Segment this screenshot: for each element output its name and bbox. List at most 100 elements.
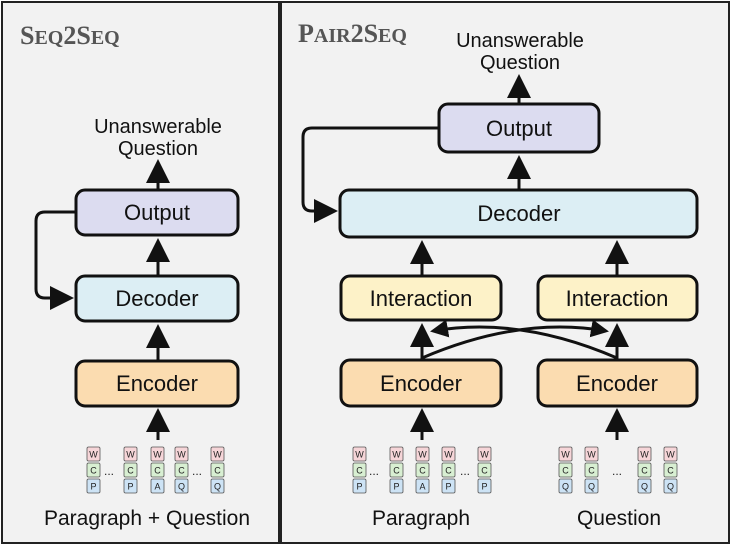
token-q-cell [174,478,189,494]
token-a-cell [415,478,430,494]
token-w-cell [584,446,599,462]
pair2seq-interaction-right-node [536,274,699,322]
token-w-letter: W [561,450,570,460]
token-c-cell [663,462,678,478]
token-w-letter: W [392,450,401,460]
token-c-cell [86,462,101,478]
token-p-letter: P [127,482,133,492]
token-p-letter: P [356,482,362,492]
seq2seq-panel [1,1,280,544]
token-w-letter: W [355,450,364,460]
pair2seq-output-text: Output [486,116,552,141]
token-w-cell [441,446,456,462]
token-p-cell [86,478,101,494]
seq2seq-decoder-text: Decoder [115,286,198,311]
pair2seq-encoder-right-node [536,358,699,408]
token-c-letter: C [90,466,97,476]
token-p-cell [389,478,404,494]
token-c-cell [584,462,599,478]
pair2seq-decoder-node [338,188,699,239]
token-q-letter: Q [214,482,221,492]
seq2seq-encoder-node [74,359,240,408]
pair2seq-feedback-arrow [301,126,439,223]
token-q-letter: Q [588,482,595,492]
token-q-cell [558,478,573,494]
token-q-letter: Q [641,482,648,492]
token-w-letter: W [640,450,649,460]
token-ellipsis: ... [369,464,379,478]
token-ellipsis: ... [192,464,202,478]
token-q-cell [637,478,652,494]
token-c-cell [352,462,367,478]
token-c-letter: C [419,466,426,476]
token-q-letter: Q [562,482,569,492]
token-p-letter: P [481,482,487,492]
token-c-letter: C [667,466,674,476]
token-w-letter: W [213,450,222,460]
token-c-cell [441,462,456,478]
token-w-letter: W [126,450,135,460]
token-c-letter: C [393,466,400,476]
pair2seq-encoder-left-text: Encoder [380,371,462,396]
token-q-cell [663,478,678,494]
pair2seq-panel [280,1,730,544]
seq2seq-token-grid: WCPWCPWCAWCQWCQ...... [86,446,225,494]
token-c-cell [210,462,225,478]
token-c-cell [637,462,652,478]
token-c-cell [123,462,138,478]
pair2seq-question-label: Question [577,507,661,530]
token-c-letter: C [562,466,569,476]
token-p-letter: P [445,482,451,492]
pair2seq-paragraph-label: Paragraph [372,507,470,530]
token-w-letter: W [587,450,596,460]
token-q-letter: Q [178,482,185,492]
token-p-cell [352,478,367,494]
token-w-letter: W [418,450,427,460]
token-c-letter: C [481,466,488,476]
token-p-letter: P [393,482,399,492]
pair2seq-cross-arrow-right-to-left [430,319,618,360]
seq2seq-decoder-node [74,274,240,323]
token-w-cell [477,446,492,462]
pair2seq-interaction-right-text: Interaction [566,286,669,311]
token-p-cell [123,478,138,494]
token-a-letter: A [419,482,425,492]
token-c-cell [477,462,492,478]
token-c-letter: C [127,466,134,476]
token-ellipsis: ... [460,464,470,478]
token-w-cell [663,446,678,462]
token-c-letter: C [445,466,452,476]
token-ellipsis: ... [104,464,114,478]
token-p-cell [477,478,492,494]
token-c-cell [174,462,189,478]
pair2seq-encoder-left-node [339,358,503,408]
pair2seq-encoder-right-text: Encoder [576,371,658,396]
token-w-cell [389,446,404,462]
seq2seq-title: SEQ2SEQ [20,21,120,50]
token-w-letter: W [666,450,675,460]
token-c-cell [558,462,573,478]
token-q-cell [210,478,225,494]
seq2seq-feedback-arrow [34,210,76,310]
token-w-cell [415,446,430,462]
token-w-letter: W [444,450,453,460]
token-p-cell [441,478,456,494]
token-w-letter: W [480,450,489,460]
token-c-cell [389,462,404,478]
token-c-letter: C [356,466,363,476]
token-w-cell [558,446,573,462]
seq2seq-encoder-text: Encoder [116,371,198,396]
seq2seq-output-text: Output [124,200,190,225]
token-q-letter: Q [667,482,674,492]
token-c-letter: C [641,466,648,476]
token-c-cell [415,462,430,478]
token-q-cell [584,478,599,494]
token-w-cell [210,446,225,462]
pair2seq-title: PAIR2SEQ [298,19,407,48]
token-w-cell [637,446,652,462]
pair2seq-paragraph-token-grid: WCPWCPWCAWCPWCP...... [352,446,492,494]
